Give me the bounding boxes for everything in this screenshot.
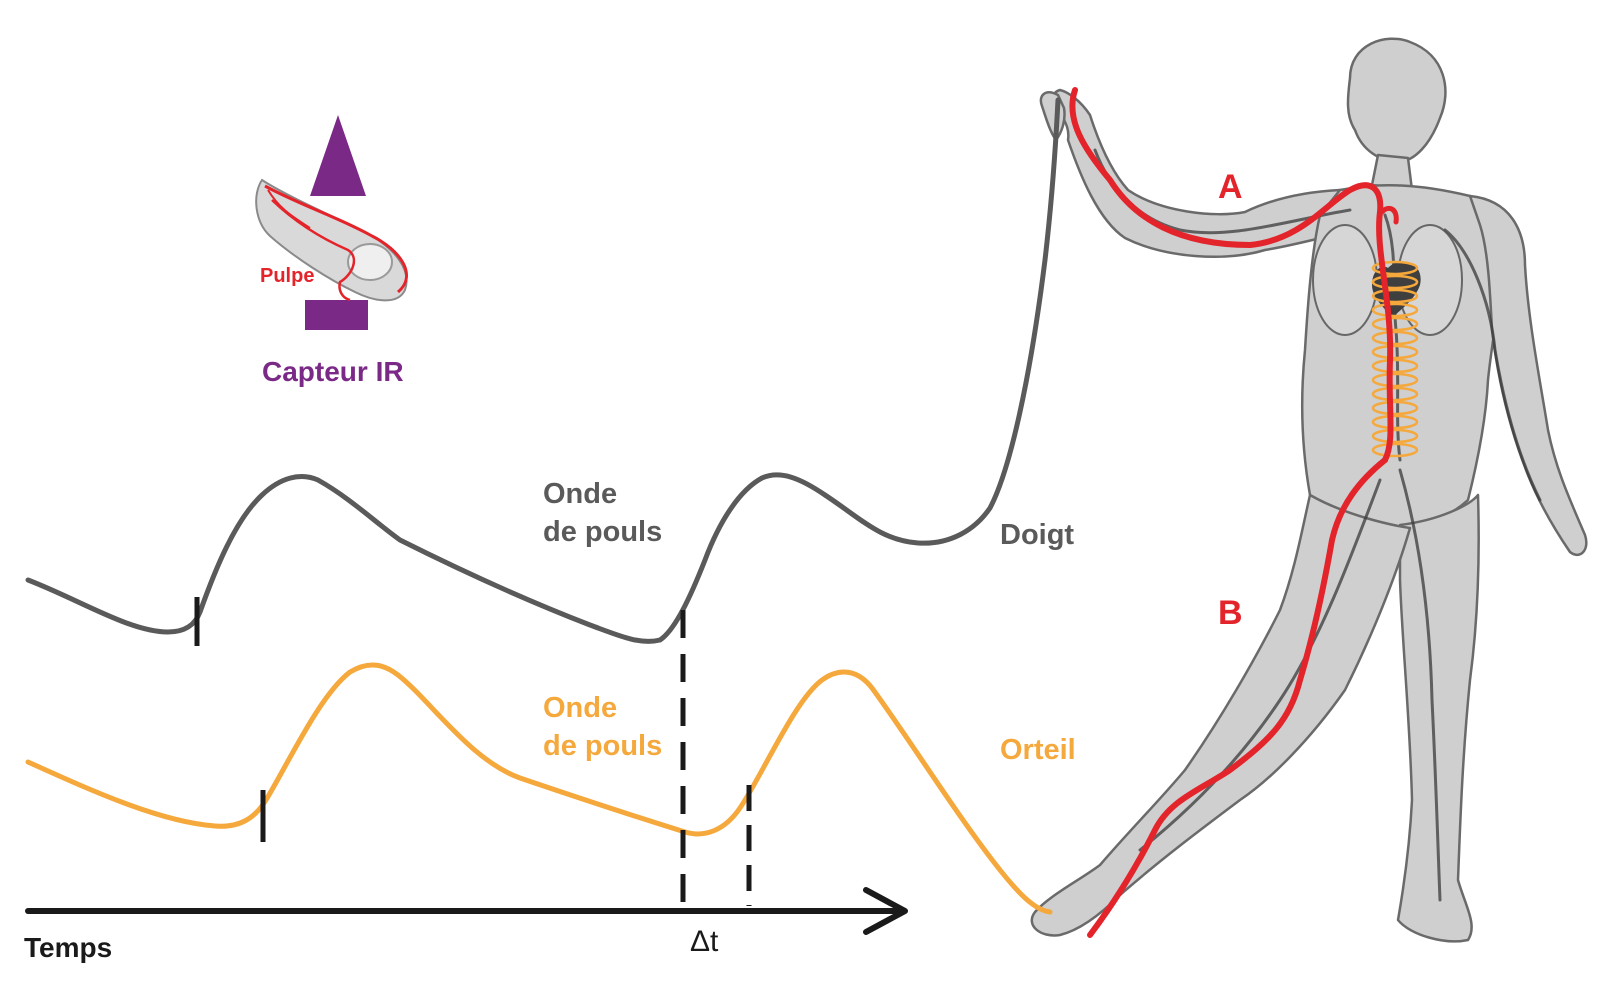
artery-path-a <box>1069 87 1394 463</box>
aorta-coil-icon <box>1371 260 1419 458</box>
finger-pulp-icon <box>255 178 408 302</box>
ir-receiver-bar-icon <box>305 300 368 330</box>
finger-pulse-wave <box>25 97 1061 644</box>
ir-emitter-triangle-icon <box>310 115 366 196</box>
toe-wave-label: Onde de pouls <box>543 689 662 765</box>
sensor-label: Capteur IR <box>262 356 404 387</box>
toe-wave-label-line1: Onde <box>543 692 618 724</box>
delta-t-label: Δt <box>690 925 719 958</box>
finger-wave-label-line2: de pouls <box>543 516 663 548</box>
toe-site-label: Orteil <box>1000 734 1076 766</box>
toe-pulse-wave <box>25 662 1053 915</box>
arrow-right-icon <box>863 887 908 935</box>
time-axis-label: Temps <box>24 932 113 963</box>
finger-wave-label: Onde de pouls <box>543 475 662 551</box>
path-a-label: A <box>1218 168 1243 206</box>
ir-sensor <box>255 115 408 330</box>
artery-path-b <box>1087 457 1388 938</box>
toe-wave-label-line2: de pouls <box>543 730 663 762</box>
time-axis <box>25 887 908 935</box>
finger-site-label: Doigt <box>1000 519 1075 551</box>
finger-wave-label-line1: Onde <box>543 478 618 510</box>
pulp-label: Pulpe <box>260 265 315 287</box>
human-figure-icon <box>1030 37 1588 943</box>
path-b-label: B <box>1218 594 1243 632</box>
